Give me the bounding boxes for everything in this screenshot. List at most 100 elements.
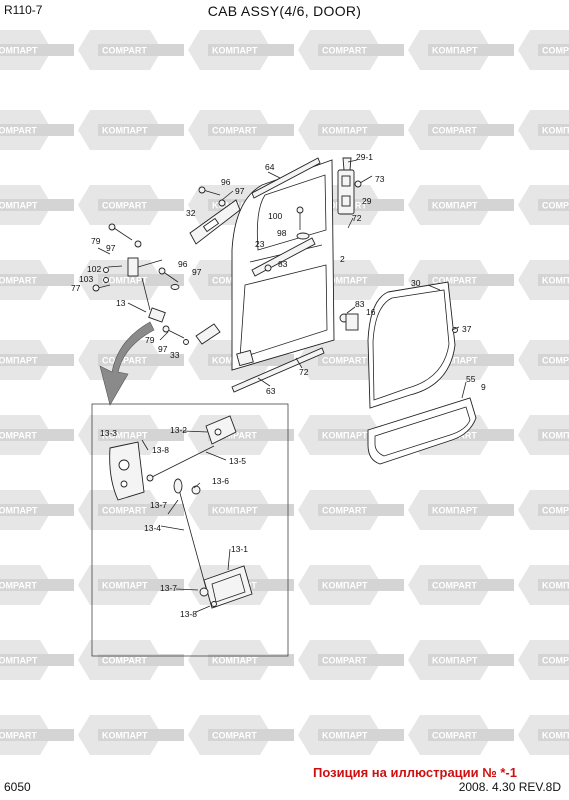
page-title: CAB ASSY(4/6, DOOR) — [207, 3, 362, 19]
watermark-text: COMPART — [102, 506, 147, 516]
watermark-tile: KOMПAPT — [78, 565, 184, 605]
window-glass — [367, 281, 456, 409]
watermark-tile: COMPART — [78, 30, 184, 70]
watermark-text: KOMПAPT — [102, 276, 148, 286]
watermark-text: COMPART — [102, 201, 147, 211]
callout-number: 13-8 — [180, 609, 197, 619]
watermark-text: KOMПAPT — [432, 506, 478, 516]
callout-number: 79 — [145, 335, 155, 345]
watermark-tile: KOMПAPT — [408, 490, 514, 530]
watermark-text: KOMПAPT — [432, 356, 478, 366]
watermark-text: COMPART — [0, 731, 37, 741]
leader-lines — [97, 159, 467, 613]
watermark-text: KOMПAPT — [212, 506, 258, 516]
watermark-text: KOMПAPT — [0, 656, 38, 666]
watermark-text: COMPART — [432, 581, 477, 591]
callout-number: 16 — [366, 307, 376, 317]
watermark-tile: COMPART — [518, 490, 569, 530]
watermark-tile: KOMПAPT — [78, 110, 184, 150]
watermark-tile: KOMПAPT — [0, 640, 74, 680]
date-revision: 2008. 4.30 REV.8D — [458, 780, 561, 794]
watermark-text: COMPART — [212, 731, 257, 741]
watermark-text: KOMПAPT — [102, 581, 148, 591]
callout-number: 29 — [362, 196, 372, 206]
callout-number: 97 — [192, 267, 202, 277]
watermark-tile: KOMПAPT — [298, 110, 404, 150]
watermark-text: KOMПAPT — [102, 431, 148, 441]
callout-number: 32 — [186, 208, 196, 218]
watermark-tile: COMPART — [298, 640, 404, 680]
watermark-tile: KOMПAPT — [78, 715, 184, 755]
link-rod-upper — [149, 445, 215, 479]
callout-number: 96 — [178, 259, 188, 269]
watermark-text: COMPART — [432, 731, 477, 741]
watermark-tile: KOMПAPT — [0, 30, 74, 70]
callout-number: 83 — [355, 299, 365, 309]
watermark-text: COMPART — [212, 431, 257, 441]
watermark-text: KOMПAPT — [0, 506, 38, 516]
callout-number: 13-3 — [100, 428, 117, 438]
callout-number: 77 — [71, 283, 81, 293]
watermark-tile: COMPART — [78, 185, 184, 225]
watermark-text: KOMПAPT — [102, 126, 148, 136]
watermark-tile: KOMПAPT — [518, 715, 569, 755]
callout-number: 13-1 — [231, 544, 248, 554]
watermark-tile: KOMПAPT — [408, 640, 514, 680]
watermark-tile: COMPART — [188, 415, 294, 455]
door-stopper — [195, 323, 221, 345]
watermark-text: KOMПAPT — [0, 46, 38, 56]
watermark-text: KOMПAPT — [432, 656, 478, 666]
position-note: Позиция на иллюстрации № *-1 — [313, 765, 517, 780]
watermark-text: COMPART — [322, 656, 367, 666]
callout-number: 103 — [79, 274, 93, 284]
sliding-window — [367, 397, 477, 465]
outer-handle — [205, 415, 237, 445]
watermark-text: COMPART — [542, 46, 569, 56]
watermark-tile: COMPART — [518, 340, 569, 380]
watermark-text: KOMПAPT — [542, 126, 569, 136]
watermark-text: KOMПAPT — [322, 126, 368, 136]
watermark-text: COMPART — [322, 356, 367, 366]
callout-number: 102 — [87, 264, 101, 274]
watermark-text: COMPART — [212, 126, 257, 136]
watermark-tile: COMPART — [408, 565, 514, 605]
watermark-text: KOMПAPT — [212, 656, 258, 666]
watermark-tile: COMPART — [188, 715, 294, 755]
callout-number: 13-7 — [150, 500, 167, 510]
watermark-tile: COMPART — [408, 110, 514, 150]
door-lock — [109, 441, 145, 501]
watermark-text: COMPART — [322, 46, 367, 56]
watermark-tile: KOMПAPT — [408, 30, 514, 70]
watermark-text: KOMПAPT — [322, 731, 368, 741]
watermark-text: KOMПAPT — [542, 431, 569, 441]
watermark-tile: KOMПAPT — [408, 185, 514, 225]
watermark-text: KOMПAPT — [542, 276, 569, 286]
link-rod-lower — [177, 485, 207, 589]
watermark-tile: KOMПAPT — [0, 340, 74, 380]
callout-number: 30 — [411, 278, 421, 288]
watermark-tile: COMPART — [188, 110, 294, 150]
watermark-tile: COMPART — [0, 715, 74, 755]
callout-number: 13-8 — [152, 445, 169, 455]
watermark-text: KOMПAPT — [0, 201, 38, 211]
watermark-tile: KOMПAPT — [188, 490, 294, 530]
watermark-tile: COMPART — [298, 490, 404, 530]
watermark-layer: KOMПAPT COMPART KOMПAPT COMPART KOMПAPT COMPA… — [0, 30, 569, 755]
callout-number: 13-7 — [160, 583, 177, 593]
watermark-text: KOMПAPT — [432, 46, 478, 56]
watermark-tile: KOMПAPT — [0, 185, 74, 225]
weather-strip-top — [251, 157, 321, 199]
watermark-tile: COMPART — [78, 490, 184, 530]
callout-number: 55 — [466, 374, 476, 384]
watermark-text: COMPART — [432, 126, 477, 136]
watermark-text: KOMПAPT — [322, 276, 368, 286]
callout-number: 72 — [352, 213, 362, 223]
watermark-text: KOMПAPT — [432, 201, 478, 211]
callout-number: 98 — [277, 228, 287, 238]
watermark-text: COMPART — [102, 356, 147, 366]
watermark-tile: COMPART — [0, 565, 74, 605]
watermark-text: KOMПAPT — [542, 731, 569, 741]
watermark-tile: COMPART — [518, 185, 569, 225]
watermark-tile: COMPART — [0, 110, 74, 150]
callout-number: 97 — [158, 344, 168, 354]
